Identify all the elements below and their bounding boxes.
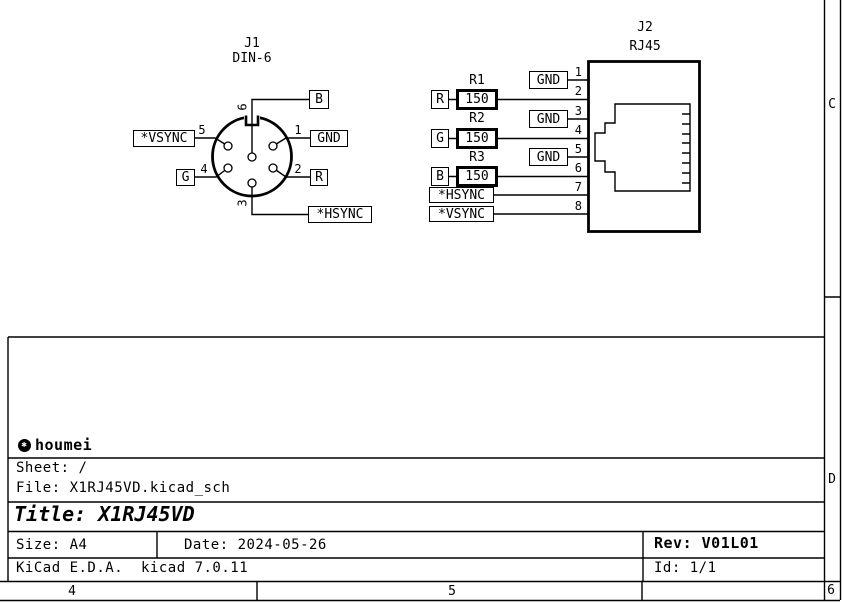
j1-pin3-number: 3 (235, 199, 250, 207)
titleblock-date: Date: 2024-05-26 (184, 537, 327, 553)
j2-reference[interactable]: J2 (637, 20, 653, 35)
j1-pin2-number: 2 (294, 162, 302, 176)
titleblock-rev: Rev: V01L01 (654, 534, 759, 552)
wire-j1-gnd[interactable] (272, 137, 310, 147)
j2-pin5-number: 5 (574, 142, 582, 156)
rj45-jack-icon (594, 103, 691, 192)
j1-pin5-number: 5 (198, 123, 206, 137)
net-label-gnd3-j2[interactable]: GND (529, 148, 568, 166)
net-label-vsync-j2[interactable]: *VSYNC (429, 206, 494, 222)
j1-value[interactable]: DIN-6 (232, 51, 272, 66)
titleblock-tool: KiCad E.D.A. kicad 7.0.11 (16, 560, 249, 576)
wire-j1-b[interactable] (251, 98, 309, 158)
j2-pin8-number: 8 (574, 199, 582, 213)
frame-col-6: 6 (827, 583, 835, 598)
r2-reference[interactable]: R2 (469, 111, 485, 126)
r2-resistor-body[interactable]: 150 (456, 128, 498, 149)
j1-reference[interactable]: J1 (244, 36, 260, 51)
r1-reference[interactable]: R1 (469, 73, 485, 88)
j1-pin6-number: 6 (235, 103, 250, 111)
net-label-vsync-j1[interactable]: *VSYNC (133, 130, 195, 147)
wire-j1-g[interactable] (195, 167, 229, 178)
r3-reference[interactable]: R3 (469, 150, 485, 165)
r1-resistor-body[interactable]: 150 (456, 89, 498, 110)
net-label-r-j1[interactable]: R (310, 169, 328, 186)
j2-pin3-number: 3 (574, 104, 582, 118)
titleblock-company: ✱ houmei (18, 438, 92, 453)
titleblock-file: File: X1RJ45VD.kicad_sch (16, 480, 231, 496)
j2-rj45-body[interactable] (587, 60, 701, 233)
net-label-g-j1[interactable]: G (176, 169, 195, 186)
j2-value[interactable]: RJ45 (629, 39, 661, 54)
frame-row-c: C (828, 97, 836, 112)
net-label-b-j2[interactable]: B (431, 167, 449, 186)
rj45-contacts-icon (682, 113, 690, 184)
r3-resistor-body[interactable]: 150 (456, 166, 498, 187)
titleblock-size: Size: A4 (16, 537, 88, 553)
net-label-gnd-j1[interactable]: GND (310, 130, 348, 147)
j2-pin7-number: 7 (574, 180, 582, 194)
company-name: houmei (35, 436, 93, 454)
j2-pin1-number: 1 (574, 65, 582, 79)
net-label-g-j2[interactable]: G (431, 129, 449, 148)
frame-col-4: 4 (68, 584, 76, 599)
frame-row-d: D (828, 472, 836, 487)
net-label-r-j2[interactable]: R (431, 90, 449, 109)
net-label-hsync-j1[interactable]: *HSYNC (308, 206, 372, 223)
j1-pads[interactable] (223, 141, 278, 188)
j2-pin6-number: 6 (574, 161, 582, 175)
titleblock-id: Id: 1/1 (654, 560, 717, 576)
wire-j1-vsync[interactable] (195, 137, 229, 147)
wire-j1-r[interactable] (272, 167, 310, 178)
net-label-gnd1-j2[interactable]: GND (529, 71, 568, 89)
j2-pin2-number: 2 (574, 84, 582, 98)
titleblock-sheet: Sheet: / (16, 460, 88, 476)
net-label-b-j1[interactable]: B (309, 90, 329, 109)
net-label-hsync-j2[interactable]: *HSYNC (429, 187, 494, 203)
j1-pin4-number: 4 (200, 162, 208, 176)
net-label-gnd2-j2[interactable]: GND (529, 110, 568, 128)
frame-col-5: 5 (448, 584, 456, 599)
wire-j1-hsync[interactable] (251, 183, 308, 216)
j1-pin1-number: 1 (294, 123, 302, 137)
titleblock-title: Title: X1RJ45VD (14, 502, 195, 526)
houmei-logo-icon: ✱ (18, 439, 31, 452)
j2-pin4-number: 4 (574, 123, 582, 137)
